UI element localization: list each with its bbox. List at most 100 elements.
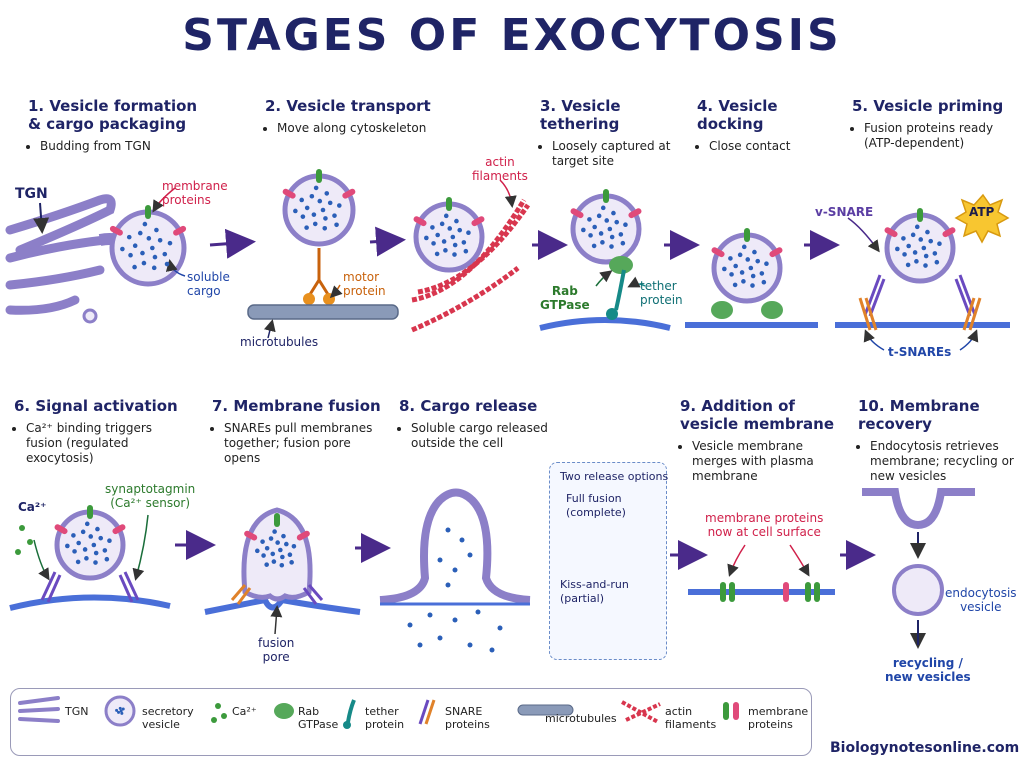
cargo-dot: [324, 191, 330, 196]
stage-heading: 8. Cargo release: [399, 397, 538, 415]
membrane-protein: [274, 513, 280, 527]
label-endocytosis-vesicle: endocytosis vesicle: [945, 586, 1017, 614]
cargo-dot: [424, 235, 429, 241]
cargo-dot: [461, 240, 467, 245]
cargo-dot: [120, 246, 125, 252]
cargo-dot: [82, 547, 88, 552]
cargo-dot: [923, 253, 929, 259]
cargo-dot: [120, 711, 124, 715]
cargo-dot: [279, 562, 285, 568]
stage-bullet: Budding from TGN: [40, 139, 228, 154]
cargo-dot: [623, 222, 628, 228]
membrane-protein: [711, 247, 725, 258]
cargo-dot: [293, 208, 298, 214]
cargo-dot: [117, 710, 121, 714]
cargo-dot: [313, 185, 319, 191]
membrane-protein: [769, 247, 783, 258]
cargo-dot: [152, 254, 158, 260]
cargo-dot: [140, 250, 145, 256]
cargo-dot: [450, 234, 456, 240]
cargo-dot: [309, 193, 315, 199]
cargo-dot: [906, 243, 911, 249]
label-fusion-pore: fusion pore: [258, 636, 295, 664]
cargo-dot: [431, 241, 436, 246]
stage-7: 7. Membrane fusionSNAREs pull membranes …: [212, 397, 382, 466]
legend-snare-proteins-icon: [418, 699, 436, 725]
cargo-dot: [902, 252, 907, 257]
cargo-dot: [126, 234, 132, 240]
cargo-dot: [600, 240, 605, 245]
cargo-dot: [102, 548, 108, 553]
cargo-dot: [739, 270, 745, 275]
cargo-dot: [128, 252, 133, 258]
cargo-dot: [336, 203, 342, 208]
cargo-dot: [752, 249, 757, 255]
legend-actin-filaments-icon: [621, 700, 661, 724]
cargo-dot: [299, 197, 304, 203]
label-recycling: recycling / new vesicles: [885, 656, 971, 684]
cargo-dot: [98, 535, 104, 541]
cargo-dot: [452, 242, 458, 248]
cargo-dot: [737, 252, 743, 258]
cargo-dot: [264, 545, 270, 551]
legend-label: Ca²⁺: [232, 705, 257, 718]
cargo-dot: [937, 241, 942, 247]
cargo-dot: [912, 250, 918, 255]
cargo-dot: [443, 213, 449, 219]
cargo-dot: [289, 560, 294, 565]
cargo-dot: [300, 214, 306, 219]
cargo-dot: [304, 225, 309, 230]
stage-heading: 4. Vesicle docking: [697, 97, 778, 133]
label-synaptotagmin: synaptotagmin (Ca²⁺ sensor): [105, 482, 196, 510]
cargo-dot: [463, 248, 469, 254]
cargo-dot: [107, 538, 112, 544]
cargo-dot: [270, 551, 276, 557]
primed-vesicle: [858, 212, 982, 331]
cargo-dot: [118, 706, 122, 710]
cargo-dot: [728, 256, 733, 261]
invaginating-membrane: [862, 488, 975, 530]
stage-bullet: Soluble cargo released outside the cell: [411, 421, 569, 451]
cargo-dot: [741, 279, 746, 284]
cargo-dot: [611, 210, 616, 216]
cargo-dot: [430, 225, 435, 230]
membrane-protein: [282, 188, 296, 199]
cargo-dot: [261, 553, 266, 558]
plasma-membrane-7: [204, 596, 361, 615]
cargo-dot: [275, 540, 280, 545]
stage-heading: 7. Membrane fusion: [212, 397, 381, 415]
cargo-dot: [115, 708, 119, 712]
membrane-protein: [570, 208, 584, 219]
legend-label: TGN: [65, 705, 89, 718]
stage-bullet: Vesicle membrane merges with plasma memb…: [692, 439, 840, 484]
cargo-dot: [604, 218, 610, 223]
cargo-dot: [119, 709, 123, 713]
membrane-protein: [296, 530, 310, 541]
cargo-dot: [91, 542, 97, 548]
membrane-protein: [446, 197, 452, 211]
stage-2: 2. Vesicle transportMove along cytoskele…: [265, 97, 465, 136]
cargo-dot: [443, 248, 448, 253]
cargo-dot: [323, 216, 328, 221]
legend-label: microtubules: [545, 712, 617, 725]
legend-membrane-proteins-icon: [723, 702, 739, 720]
legend-label: membrane proteins: [748, 705, 809, 731]
label-t-snares: t-SNAREs: [888, 345, 952, 359]
cargo-dot: [332, 213, 337, 218]
membrane-protein: [471, 216, 485, 227]
cargo-dot: [327, 200, 333, 206]
label-tether-protein: tether protein: [640, 279, 683, 307]
cargo-dot: [435, 232, 440, 238]
cargo-dot: [278, 547, 283, 553]
stage-3: 3. Vesicle tetheringLoosely captured at …: [540, 97, 690, 169]
label-membrane-proteins-surface: membrane proteins now at cell surface: [705, 511, 824, 539]
cargo-dot: [441, 239, 447, 244]
cargo-dot: [748, 265, 754, 271]
stage-bullet: Endocytosis retrieves membrane; recyclin…: [870, 439, 1023, 484]
stage-heading: 10. Membrane recovery: [858, 397, 980, 433]
cargo-dot: [162, 251, 168, 257]
cargo-dot: [291, 543, 297, 549]
cargo-dot: [76, 540, 81, 546]
cargo-dot: [317, 198, 323, 204]
